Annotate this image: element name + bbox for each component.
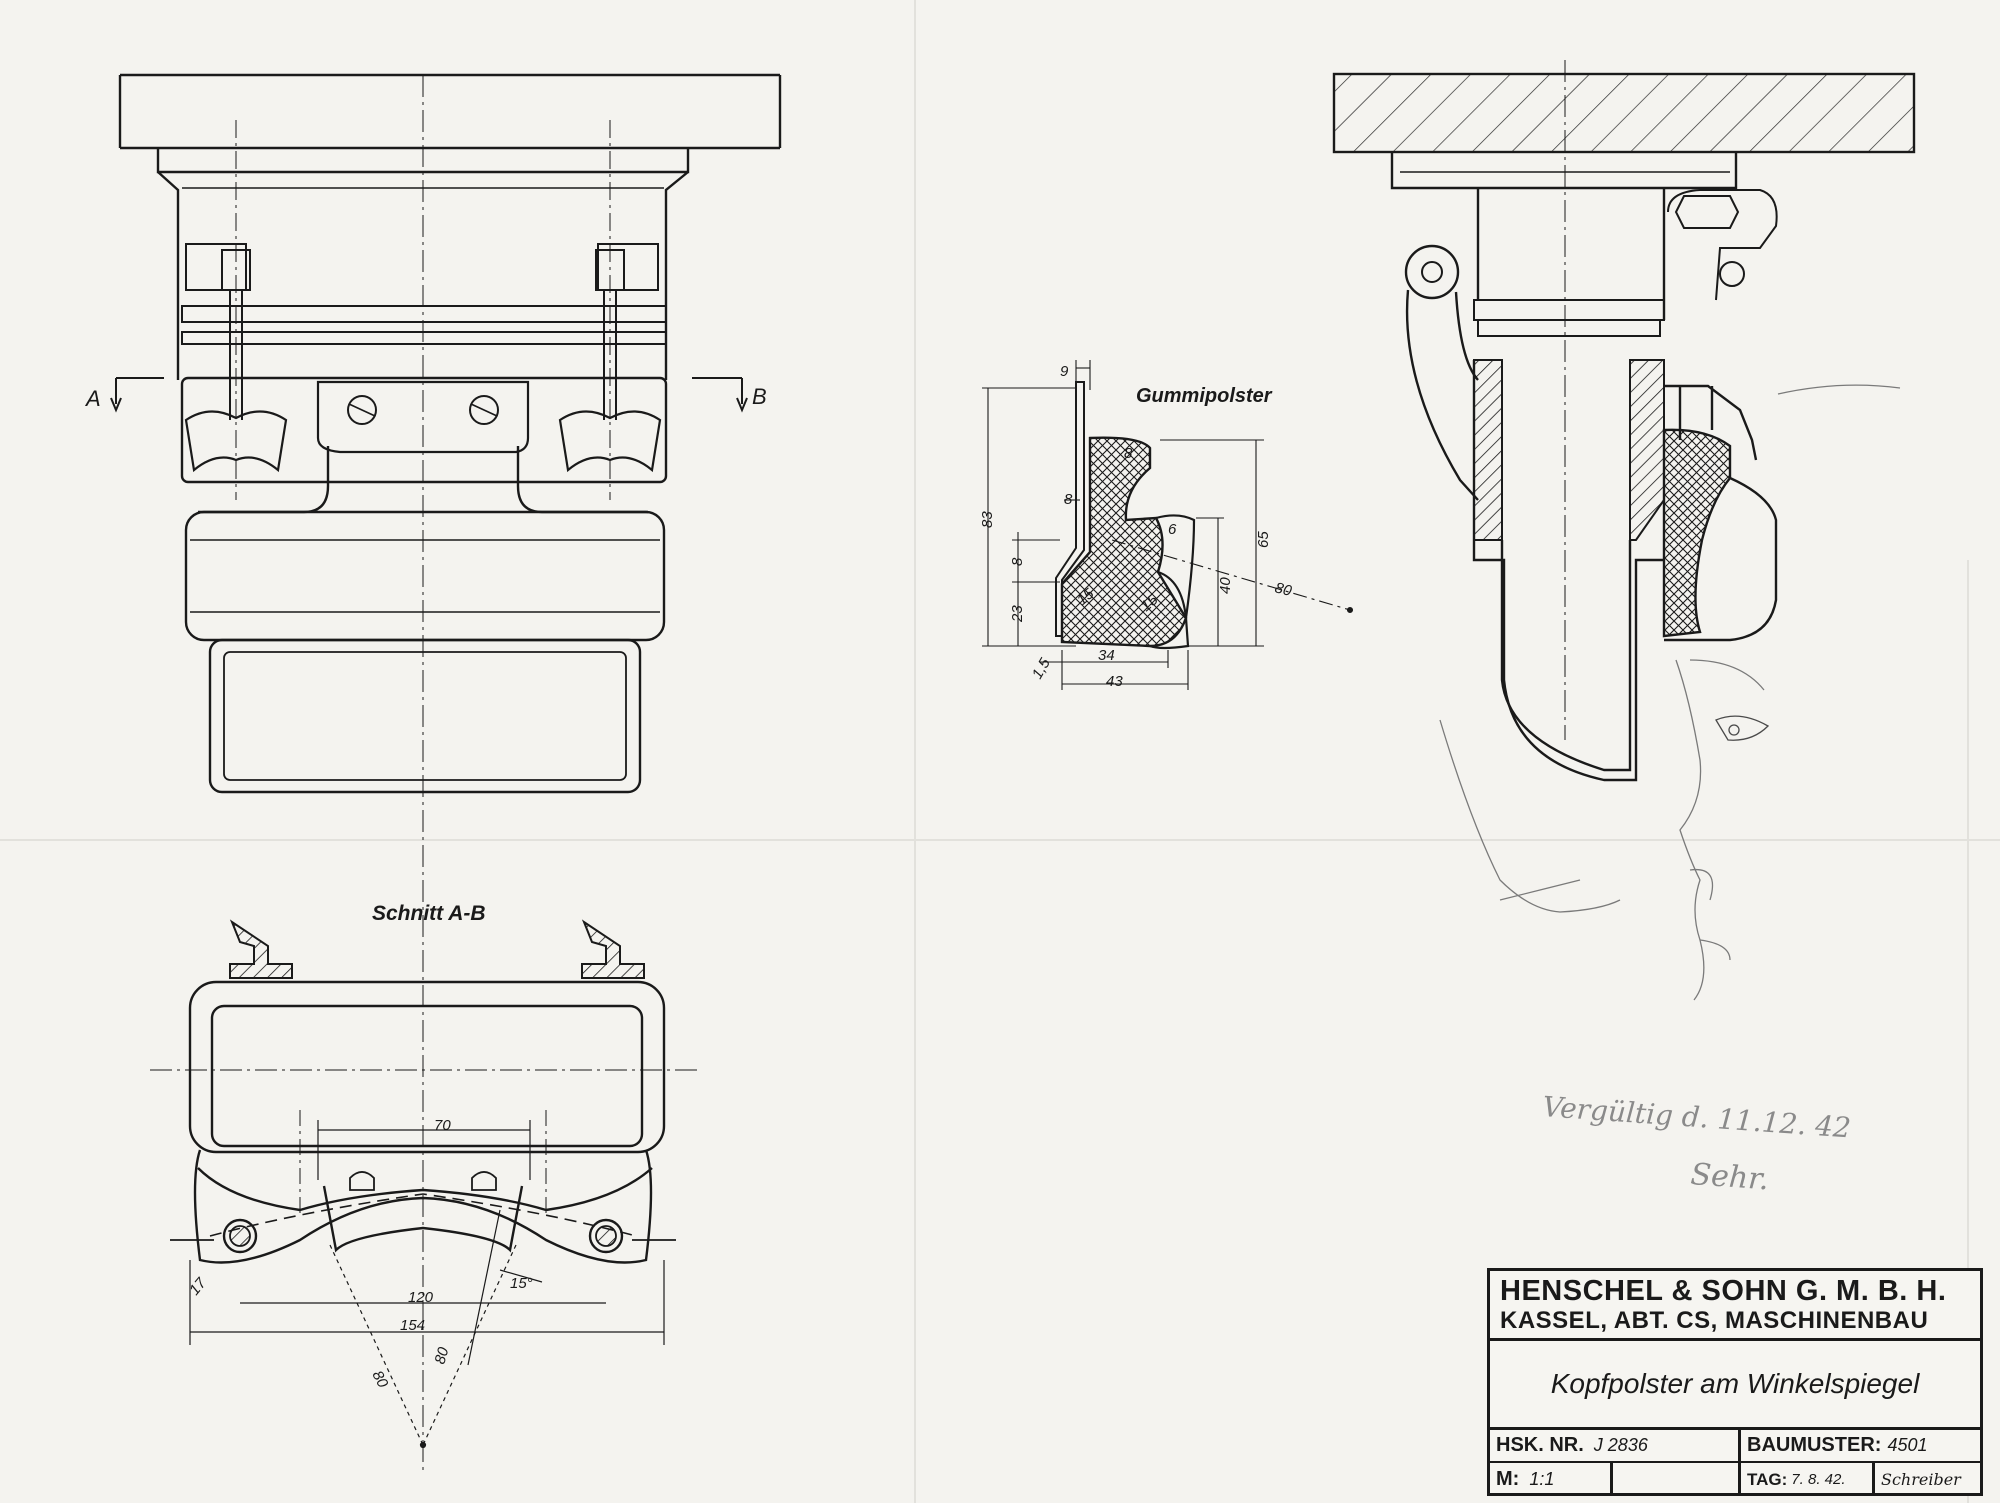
handwritten-note: Vergültig d. 11.12. 42 xyxy=(1542,1090,1852,1144)
scale-cell: M: 1:1 xyxy=(1490,1463,1610,1496)
front-view xyxy=(110,73,782,1470)
section-view xyxy=(150,919,700,1264)
hsk-label: HSK. NR. xyxy=(1496,1434,1584,1456)
section-mark-b: B xyxy=(752,384,767,409)
detail-dim-83: 83 xyxy=(979,511,996,528)
date-cell: TAG: 7. 8. 42. xyxy=(1738,1463,1872,1496)
hsk-number-cell: HSK. NR. J 2836 xyxy=(1490,1430,1738,1461)
detail-dim-34: 34 xyxy=(1098,647,1115,664)
title-block-row-scale: M: 1:1 TAG: 7. 8. 42. Schreiber xyxy=(1490,1463,1980,1496)
detail-dim-8-a: 8 xyxy=(1124,445,1133,462)
detail-dim-40: 40 xyxy=(1217,577,1234,594)
section-dimensions xyxy=(189,1120,665,1449)
detail-dim-9: 9 xyxy=(1060,363,1069,380)
title-block: HENSCHEL & SOHN G. M. B. H. KASSEL, ABT.… xyxy=(1487,1268,1983,1496)
detail-title: Gummipolster xyxy=(1136,385,1273,407)
signature-cell: Schreiber xyxy=(1872,1463,1980,1496)
detail-dim-65: 65 xyxy=(1255,531,1272,548)
section-dim-154: 154 xyxy=(400,1317,425,1334)
handwritten-initials: Sehr. xyxy=(1689,1157,1769,1197)
section-title: Schnitt A-B xyxy=(372,902,486,925)
date-label: TAG: xyxy=(1747,1469,1788,1489)
scale-label: M: xyxy=(1496,1468,1520,1490)
face-sketch xyxy=(1439,384,1901,1001)
blank-cell xyxy=(1610,1463,1738,1496)
detail-view xyxy=(1055,381,1196,650)
section-dim-120: 120 xyxy=(408,1289,434,1306)
company-header: HENSCHEL & SOHN G. M. B. H. KASSEL, ABT.… xyxy=(1490,1271,1980,1341)
detail-dim-23: 23 xyxy=(1009,605,1026,623)
detail-dim-43: 43 xyxy=(1106,673,1123,690)
company-name: HENSCHEL & SOHN G. M. B. H. xyxy=(1500,1275,1947,1307)
scale-value: 1:1 xyxy=(1529,1469,1555,1489)
detail-dimensions xyxy=(982,360,1354,690)
baumuster-value: 4501 xyxy=(1887,1435,1928,1455)
signature: Schreiber xyxy=(1881,1470,1961,1489)
detail-dim-8-c: 8 xyxy=(1009,557,1026,566)
detail-dim-1-5: 1,5 xyxy=(1029,655,1054,682)
section-dim-80-a: 80 xyxy=(368,1368,391,1391)
detail-dim-80: 80 xyxy=(1273,579,1294,600)
hsk-value: J 2836 xyxy=(1593,1435,1648,1455)
section-dim-80-b: 80 xyxy=(432,1345,453,1366)
detail-dim-8-b: 8 xyxy=(1064,491,1073,508)
section-mark-a: A xyxy=(84,386,101,411)
section-dim-15-deg: 15° xyxy=(510,1275,533,1292)
detail-dim-6: 6 xyxy=(1168,521,1177,538)
baumuster-label: BAUMUSTER: xyxy=(1747,1434,1882,1456)
company-department: KASSEL, ABT. CS, MASCHINENBAU xyxy=(1500,1307,1929,1334)
date-value: 7. 8. 42. xyxy=(1791,1471,1846,1488)
baumuster-cell: BAUMUSTER: 4501 xyxy=(1738,1430,1980,1461)
section-dim-70: 70 xyxy=(434,1117,451,1134)
drawing-title: Kopfpolster am Winkelspiegel xyxy=(1490,1341,1980,1430)
side-view xyxy=(1332,60,1916,782)
title-block-row-numbers: HSK. NR. J 2836 BAUMUSTER: 4501 xyxy=(1490,1430,1980,1463)
